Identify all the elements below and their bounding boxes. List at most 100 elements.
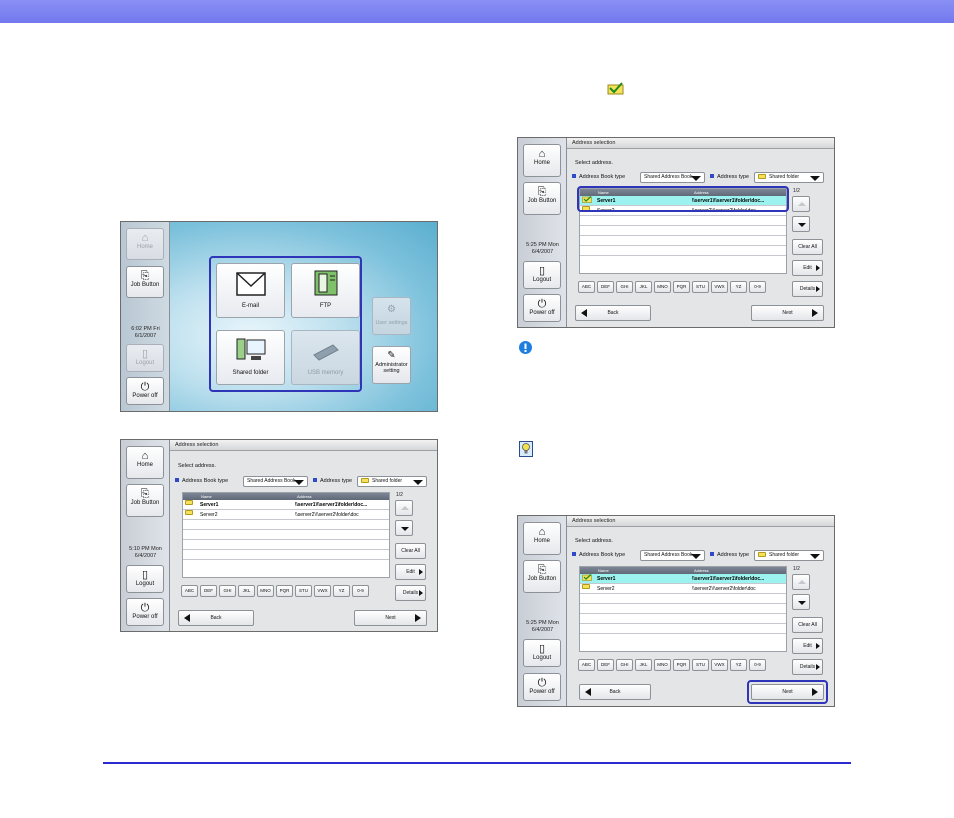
index-tab-mno[interactable]: MNO [257, 585, 274, 597]
index-tab-def[interactable]: DEF [200, 585, 217, 597]
logout-button[interactable]: ▯Logout [523, 639, 561, 667]
ftp-button[interactable]: FTP [291, 263, 360, 318]
index-tab-pqr[interactable]: PQR [673, 281, 690, 293]
edit-button[interactable]: Edit [792, 638, 823, 654]
clear-all-button[interactable]: Clear All [395, 543, 426, 559]
index-tab-pqr[interactable]: PQR [276, 585, 293, 597]
details-button[interactable]: Details [395, 585, 426, 601]
details-button[interactable]: Details [792, 281, 823, 297]
index-tab-vwx[interactable]: VWX [711, 281, 728, 293]
index-tab-0-9[interactable]: 0-9 [352, 585, 369, 597]
user-settings-icon: ⚙ [387, 304, 396, 315]
address-type-dropdown[interactable]: Shared folder [754, 172, 824, 183]
index-tab-0-9[interactable]: 0-9 [749, 281, 766, 293]
index-tab-def[interactable]: DEF [597, 659, 614, 671]
details-button[interactable]: Details [792, 659, 823, 675]
clock-time: 5:25 PM Mon [526, 620, 559, 626]
usb-memory-button[interactable]: USB memory [291, 330, 360, 385]
address-book-type-dropdown[interactable]: Shared Address Book [243, 476, 308, 487]
job-button[interactable]: ⎘Job Button [126, 484, 164, 517]
index-tab-abc[interactable]: ABC [181, 585, 198, 597]
clear-all-button[interactable]: Clear All [792, 617, 823, 633]
index-tab-abc[interactable]: ABC [578, 659, 595, 671]
email-button[interactable]: E-mail [216, 263, 285, 318]
logout-button[interactable]: ▯Logout [523, 261, 561, 289]
home-button[interactable]: ⌂Home [126, 446, 164, 479]
index-tab-mno[interactable]: MNO [654, 281, 671, 293]
index-tab-ghi[interactable]: GHI [616, 281, 633, 293]
list-item-selected[interactable]: Server1\\server1\\\server1\folder\doc... [580, 196, 786, 206]
edit-button[interactable]: Edit [395, 564, 426, 580]
index-tab-yz[interactable]: YZ [730, 659, 747, 671]
index-tab-0-9[interactable]: 0-9 [749, 659, 766, 671]
index-tab-stu[interactable]: STU [692, 659, 709, 671]
address-selection-screenshot-2: ⌂Home ⎘Job Button 5:25 PM Mon 6/4/2007 ▯… [517, 137, 835, 328]
chevron-down-icon [810, 554, 820, 559]
envelope-icon [235, 272, 266, 296]
index-tab-yz[interactable]: YZ [730, 281, 747, 293]
clear-all-button[interactable]: Clear All [792, 239, 823, 255]
scroll-down-button[interactable] [792, 594, 810, 610]
index-tab-jkl[interactable]: JKL [635, 659, 652, 671]
chevron-right-icon [816, 265, 820, 271]
address-type-label: Address type [710, 552, 749, 559]
list-item[interactable]: Server2\\server2\\\server2\folder\doc [580, 584, 786, 594]
page-indicator: 1/2 [793, 188, 800, 194]
index-tab-stu[interactable]: STU [295, 585, 312, 597]
power-off-button[interactable]: ⏻Power off [126, 377, 164, 405]
next-button[interactable]: Next [751, 305, 824, 321]
shared-folder-button[interactable]: Shared folder [216, 330, 285, 385]
scroll-up-button[interactable] [792, 196, 810, 212]
list-item[interactable]: Server2\\server2\\\server2\folder\doc [183, 510, 389, 520]
page-indicator: 1/2 [396, 492, 403, 498]
scroll-down-button[interactable] [792, 216, 810, 232]
index-tab-ghi[interactable]: GHI [219, 585, 236, 597]
job-button[interactable]: ⎘Job Button [126, 266, 164, 298]
back-button[interactable]: Back [575, 305, 651, 321]
index-tab-pqr[interactable]: PQR [673, 659, 690, 671]
logout-button[interactable]: ▯Logout [126, 565, 164, 593]
power-off-button[interactable]: ⏻Power off [126, 598, 164, 626]
address-type-label: Address type [313, 478, 352, 485]
list-item[interactable]: Server1\\server1\\\server1\folder\doc... [183, 500, 389, 510]
list-item-selected[interactable]: Server1\\server1\\\server1\folder\doc... [580, 574, 786, 584]
index-tab-stu[interactable]: STU [692, 281, 709, 293]
home-button[interactable]: ⌂Home [126, 228, 164, 260]
folder-icon [758, 552, 766, 557]
next-button[interactable]: Next [354, 610, 427, 626]
index-tab-abc[interactable]: ABC [578, 281, 595, 293]
edit-button[interactable]: Edit [792, 260, 823, 276]
home-button[interactable]: ⌂Home [523, 522, 561, 555]
power-off-button[interactable]: ⏻Power off [523, 294, 561, 322]
back-button[interactable]: Back [579, 684, 651, 700]
power-off-button[interactable]: ⏻Power off [523, 673, 561, 701]
clock-time: 6:02 PM Fri [131, 326, 160, 332]
back-button[interactable]: Back [178, 610, 254, 626]
index-tab-ghi[interactable]: GHI [616, 659, 633, 671]
index-tab-mno[interactable]: MNO [654, 659, 671, 671]
scroll-up-button[interactable] [395, 500, 413, 516]
address-type-dropdown[interactable]: Shared folder [754, 550, 824, 561]
index-tab-vwx[interactable]: VWX [711, 659, 728, 671]
clock-date: 6/4/2007 [531, 627, 554, 633]
index-tab-jkl[interactable]: JKL [238, 585, 255, 597]
user-settings-button[interactable]: ⚙ User settings [372, 297, 411, 335]
select-prompt: Select address. [575, 160, 613, 166]
index-tab-yz[interactable]: YZ [333, 585, 350, 597]
scroll-up-button[interactable] [792, 574, 810, 590]
logout-button[interactable]: ▯Logout [126, 344, 164, 372]
administrator-setting-button[interactable]: ✎ Administrator setting [372, 346, 411, 384]
next-button[interactable]: Next [751, 684, 824, 700]
index-tab-jkl[interactable]: JKL [635, 281, 652, 293]
job-button[interactable]: ⎘Job Button [523, 560, 561, 593]
logout-icon: ▯ [538, 265, 546, 277]
home-button[interactable]: ⌂Home [523, 144, 561, 177]
address-book-type-dropdown[interactable]: Shared Address Book [640, 550, 705, 561]
job-button[interactable]: ⎘Job Button [523, 182, 561, 215]
scroll-down-button[interactable] [395, 520, 413, 536]
address-type-dropdown[interactable]: Shared folder [357, 476, 427, 487]
index-tab-vwx[interactable]: VWX [314, 585, 331, 597]
address-book-type-dropdown[interactable]: Shared Address Book [640, 172, 705, 183]
index-tab-def[interactable]: DEF [597, 281, 614, 293]
